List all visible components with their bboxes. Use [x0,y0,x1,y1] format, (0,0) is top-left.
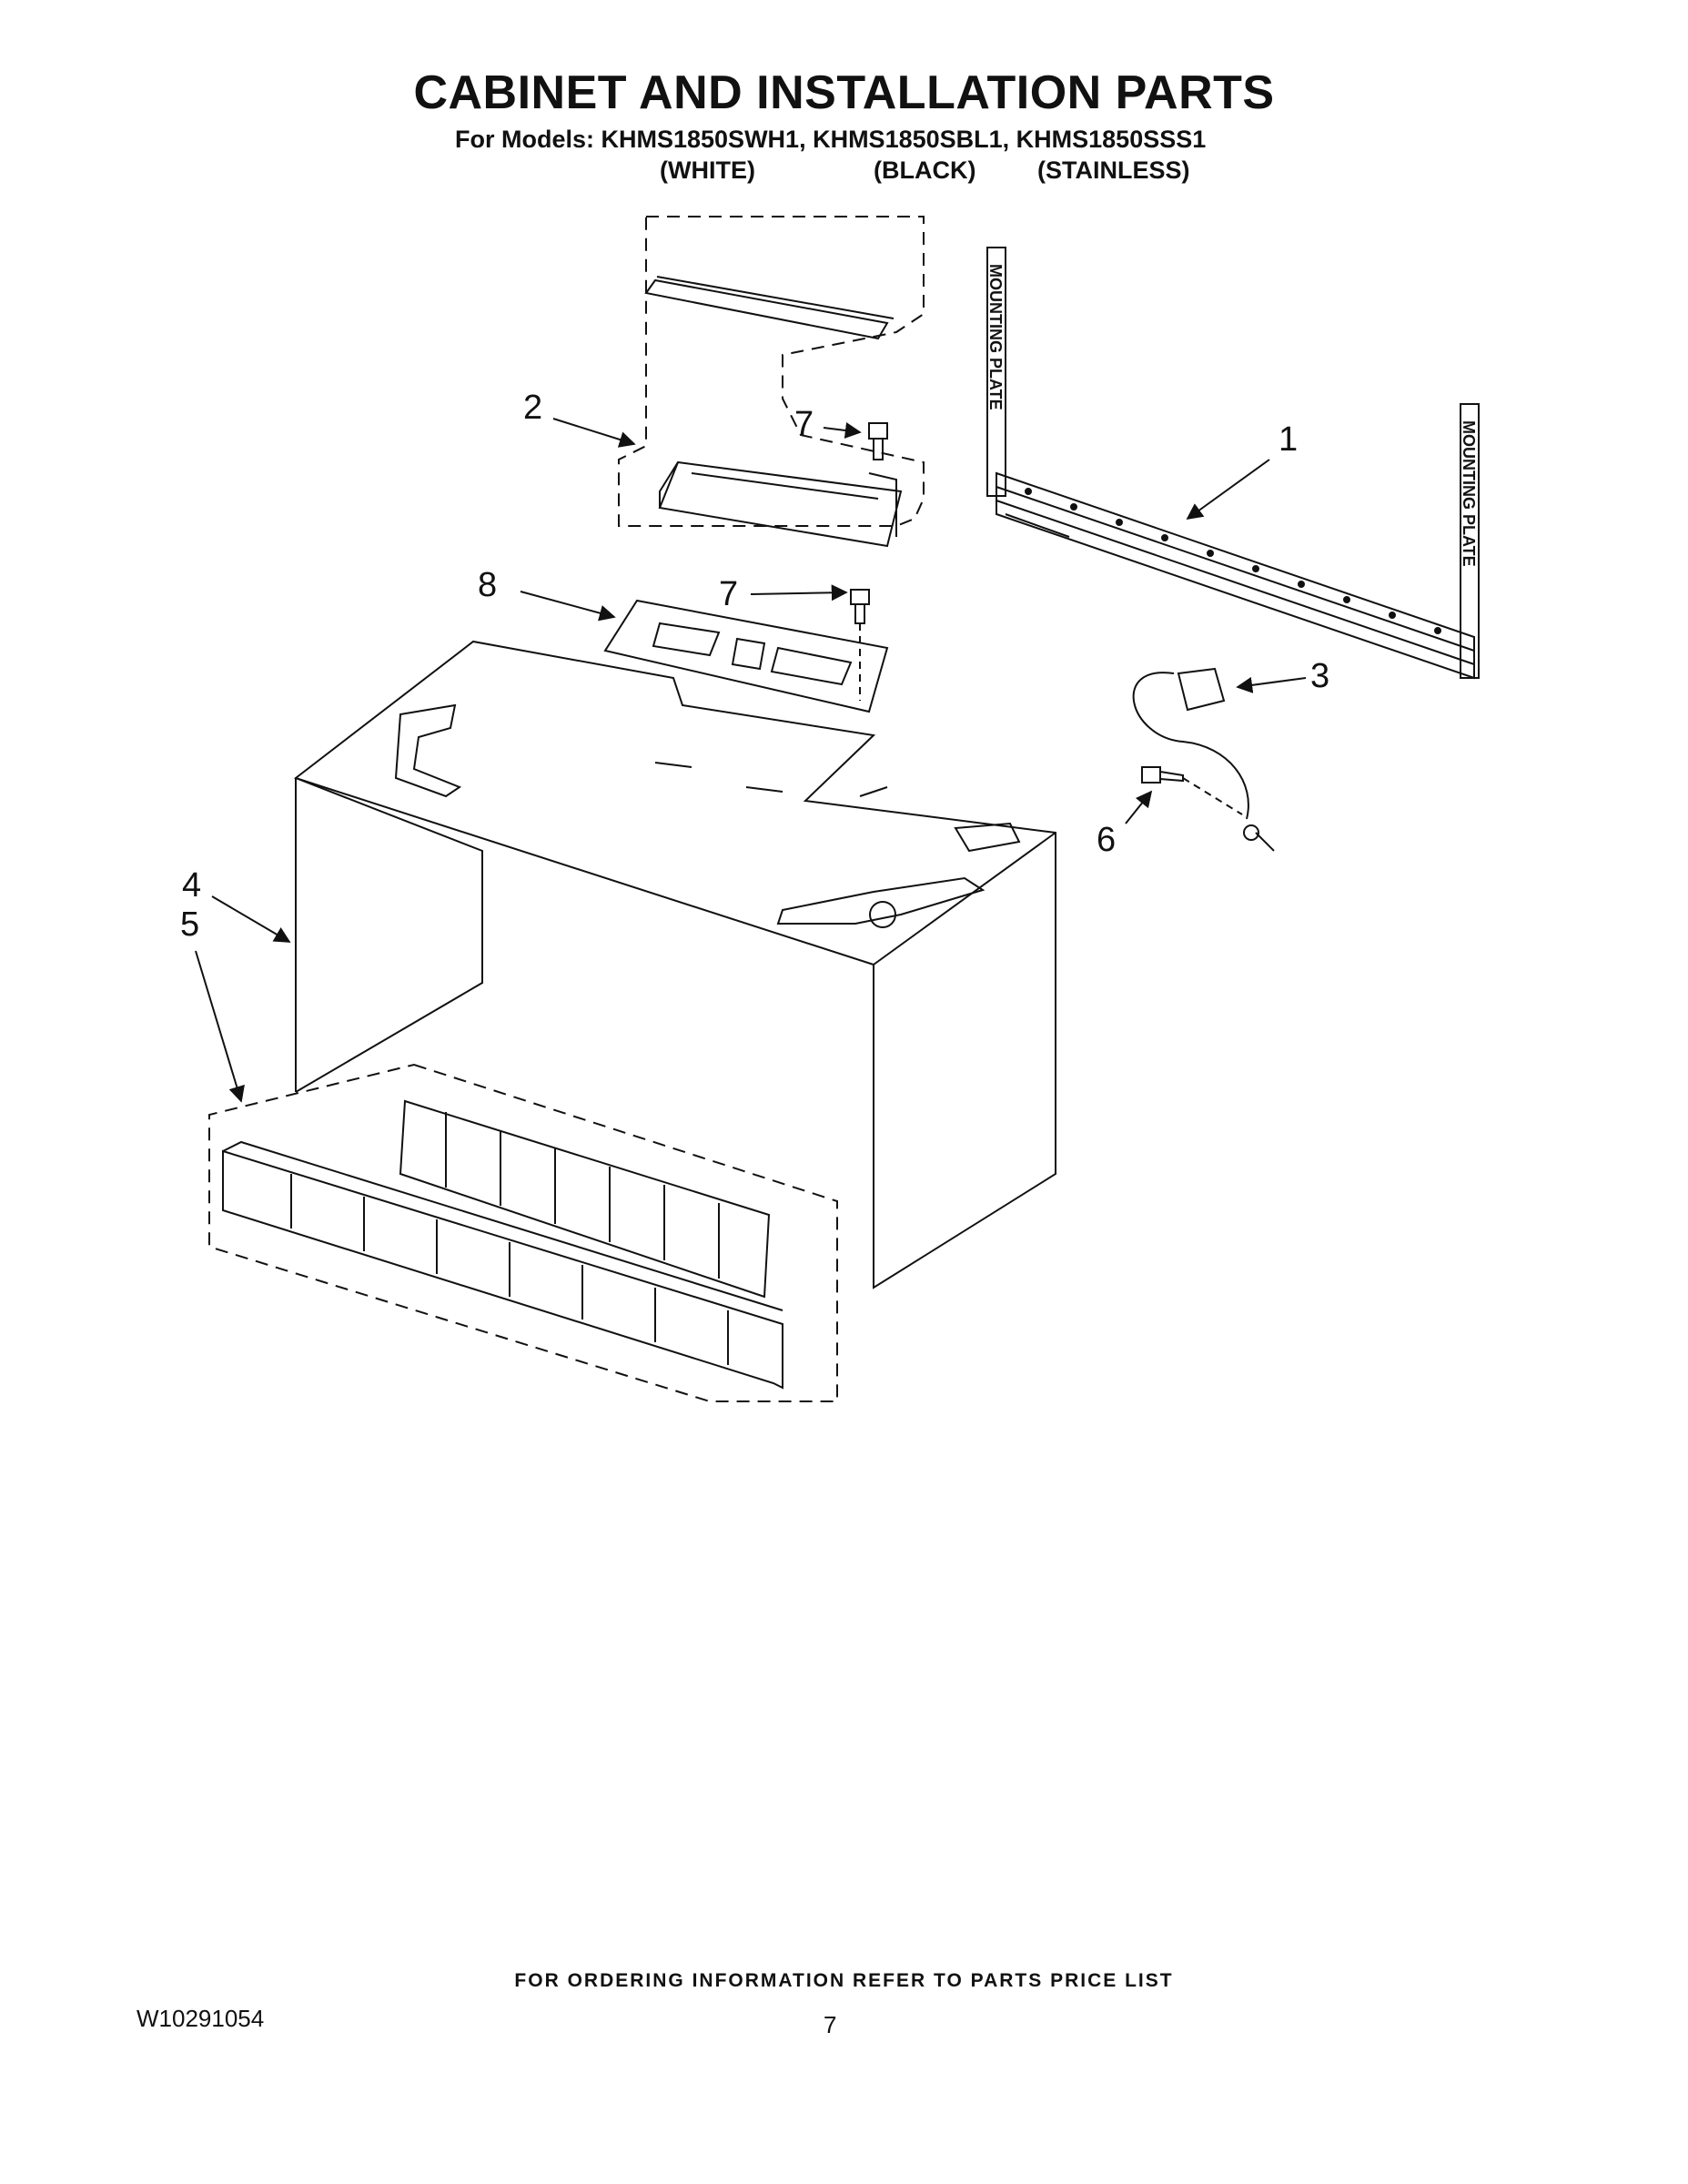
cabinet-body [293,640,1056,1289]
cabinet-bottom [208,1063,838,1402]
color-white: (WHITE) [660,157,755,184]
page-number: 7 [824,2011,837,2038]
plug-assembly [1132,667,1275,852]
mounting-plate-label-left: MOUNTING PLATE [986,264,1005,410]
ground-screw [1141,766,1243,815]
callout-1: 1 [1279,420,1298,459]
callout-6: 6 [1097,821,1116,859]
screw-upper [868,422,888,460]
models-line: For Models: KHMS1850SWH1, KHMS1850SBL1, … [455,126,1207,153]
callout-arrows [195,418,1307,1103]
color-stainless: (STAINLESS) [1037,157,1190,184]
top-cover-plate [603,599,889,713]
callout-4: 4 [182,866,201,905]
callout-5: 5 [180,905,199,944]
callout-3: 3 [1310,657,1329,695]
document-number: W10291054 [136,2005,265,2032]
screw-lower [850,589,870,701]
vent-damper-assembly [618,216,925,548]
page-title: CABINET AND INSTALLATION PARTS [413,66,1275,119]
mounting-plate [986,247,1480,680]
callout-7-upper: 7 [794,405,814,443]
mounting-plate-holes [1025,488,1441,634]
color-black: (BLACK) [874,157,976,184]
mounting-plate-label-right: MOUNTING PLATE [1460,420,1478,567]
callout-8: 8 [478,566,497,604]
callout-2: 2 [523,389,542,427]
ordering-note: FOR ORDERING INFORMATION REFER TO PARTS … [514,1970,1174,1991]
callout-7-lower: 7 [719,575,738,613]
